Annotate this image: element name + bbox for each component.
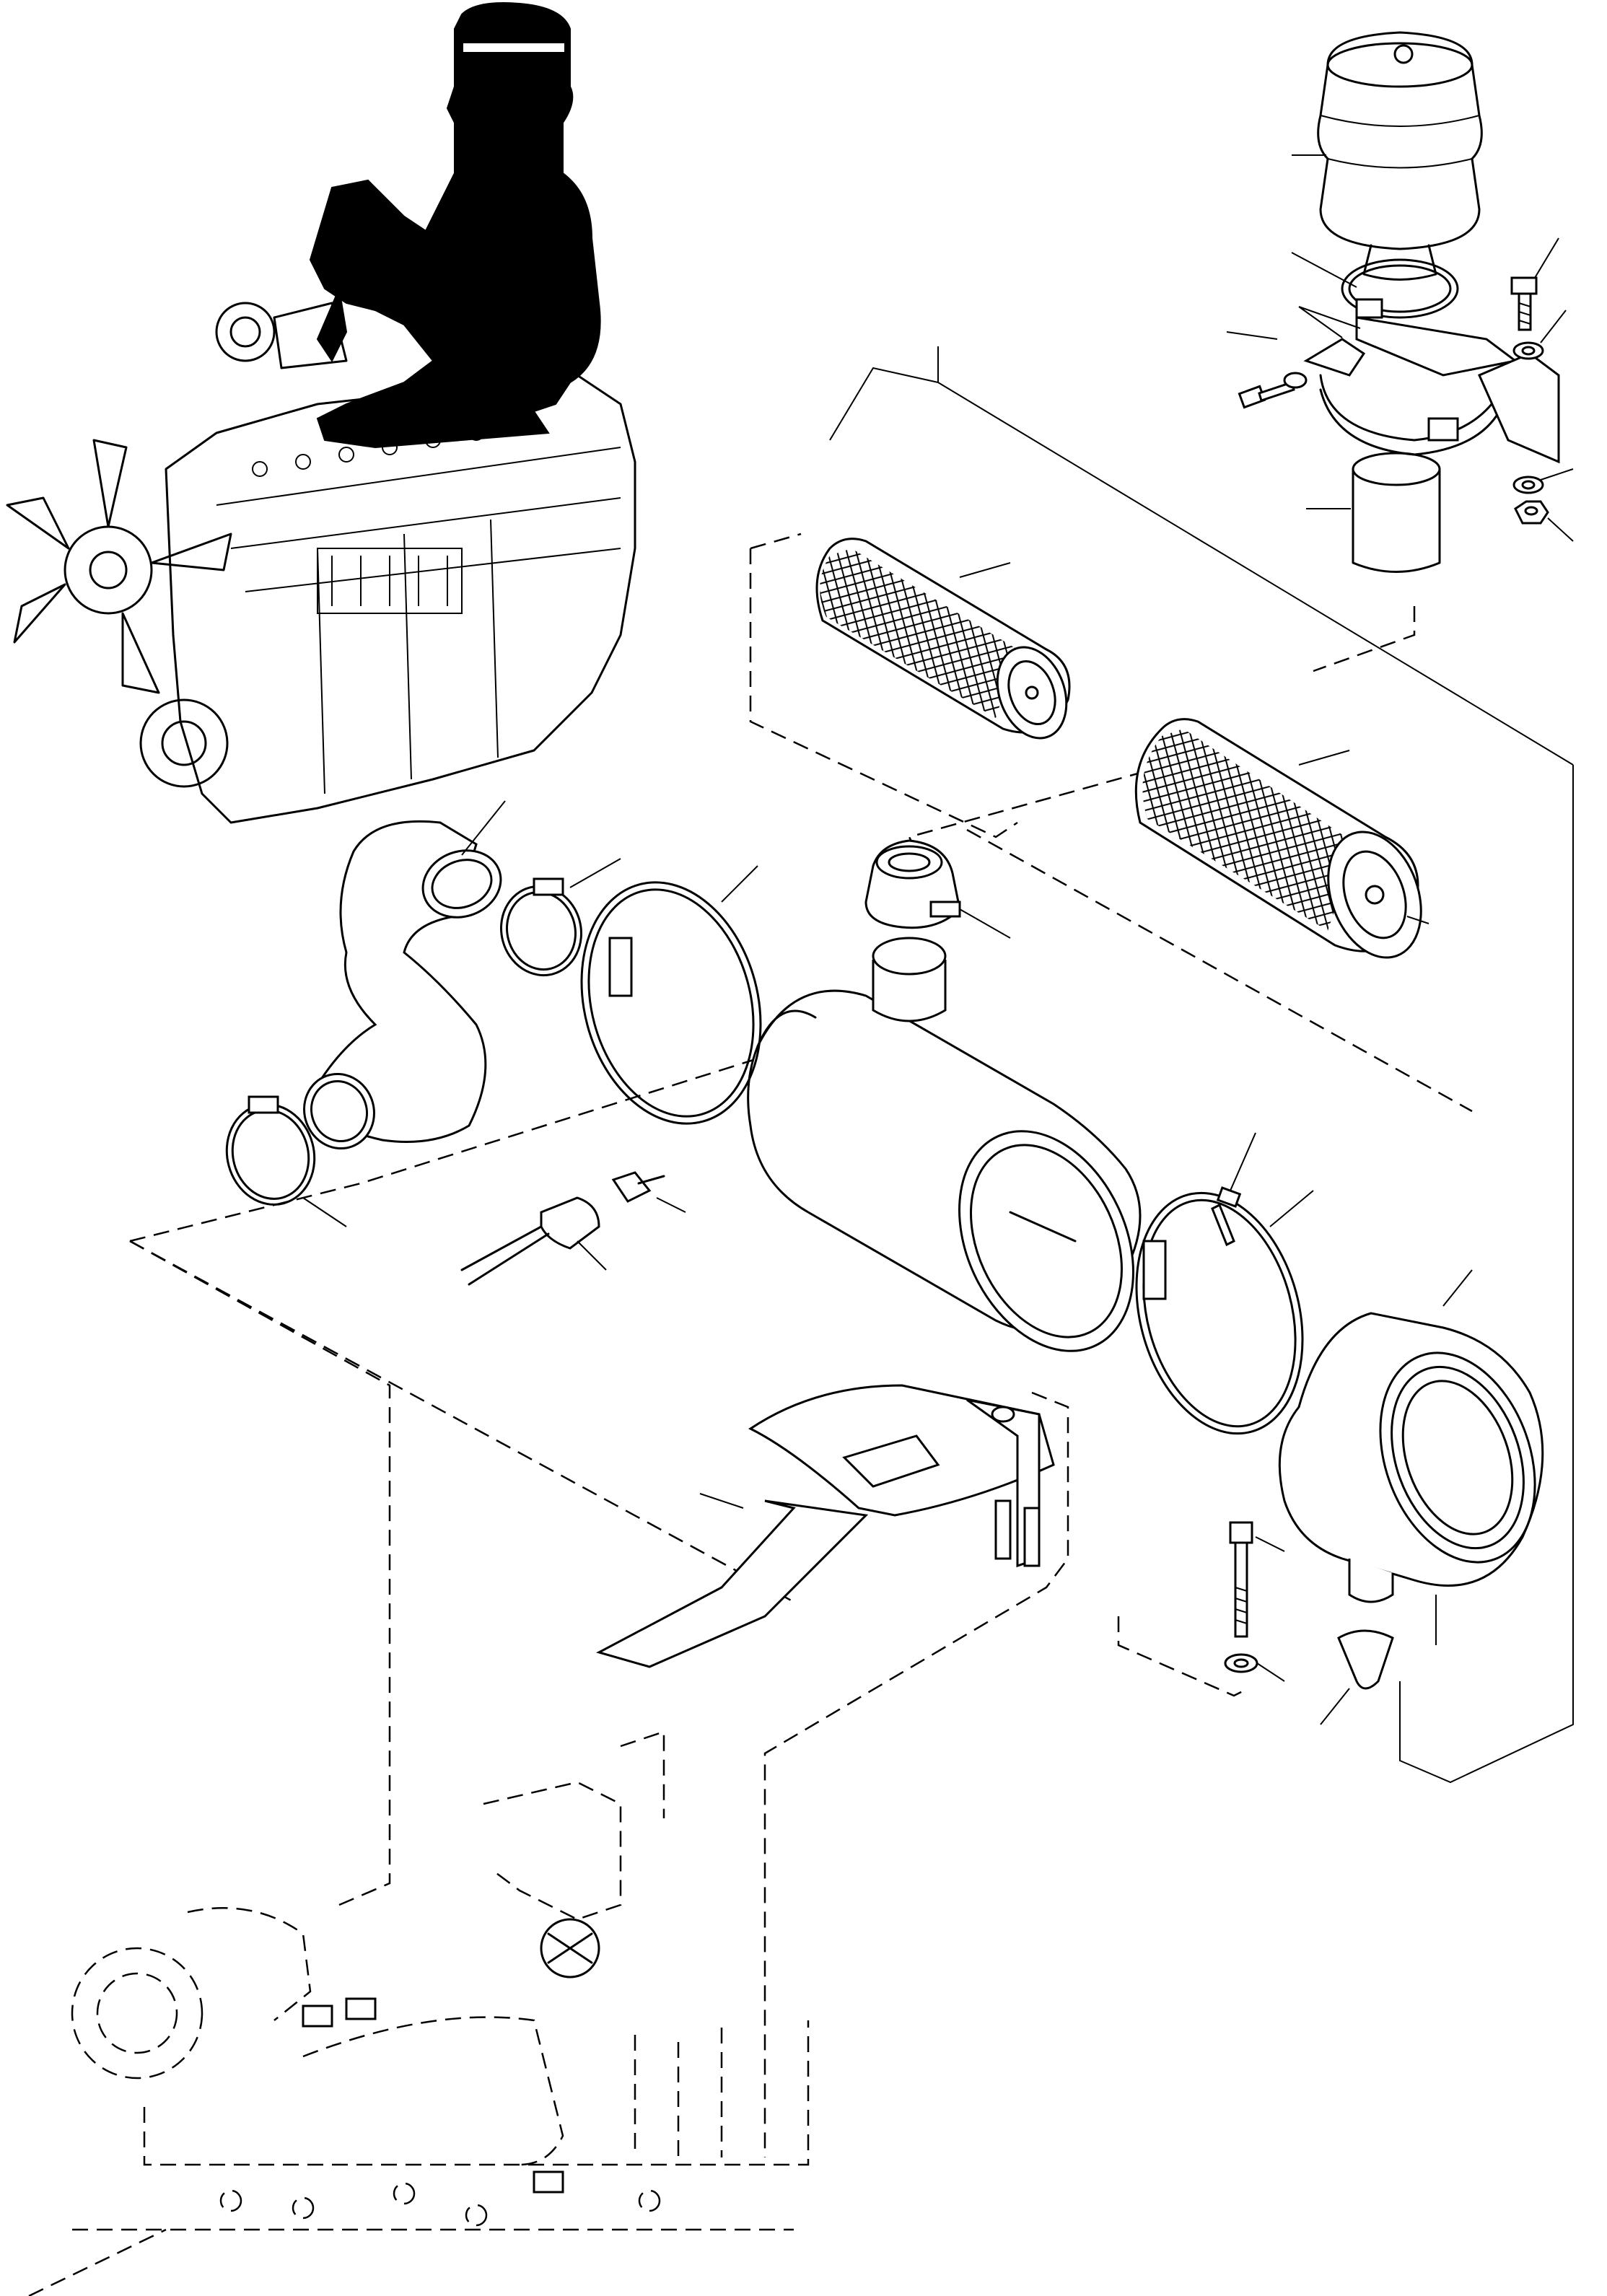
dust-valve-icon — [1320, 1595, 1437, 1725]
support-bracket-icon — [596, 1384, 1055, 1668]
washer-icon — [1283, 341, 1544, 494]
restriction-indicator-icon — [611, 1171, 686, 1213]
assembly-solid-frame — [829, 346, 1574, 1784]
washer-icon — [1224, 1653, 1285, 1682]
dust-valve-icon — [864, 839, 1011, 939]
band-clamp-icon — [580, 865, 1314, 1435]
leader-lines-top — [1226, 154, 1574, 542]
intake-hose-icon — [303, 800, 506, 1150]
inner-filter-element-icon — [815, 538, 1071, 740]
sensor-switch-icon — [460, 1196, 607, 1286]
precleaner-bracket-icon — [1303, 316, 1560, 464]
precleaner-clamp-icon — [1341, 258, 1459, 319]
nut-icon — [1514, 500, 1549, 525]
end-cover-icon — [1278, 1269, 1544, 1603]
bolt-icon — [1211, 1132, 1285, 1638]
air-cleaner-housing-icon — [747, 937, 1142, 1352]
outer-filter-element-icon — [1134, 718, 1429, 959]
engine-thumbnail-icon — [6, 2, 636, 824]
bolt-icon — [1238, 276, 1538, 409]
hose-clamp-icon — [225, 858, 621, 1227]
engine-reference-icon — [28, 1730, 810, 2296]
precleaner-cap-icon — [1317, 31, 1483, 281]
precleaner-tube-icon — [1352, 452, 1441, 573]
